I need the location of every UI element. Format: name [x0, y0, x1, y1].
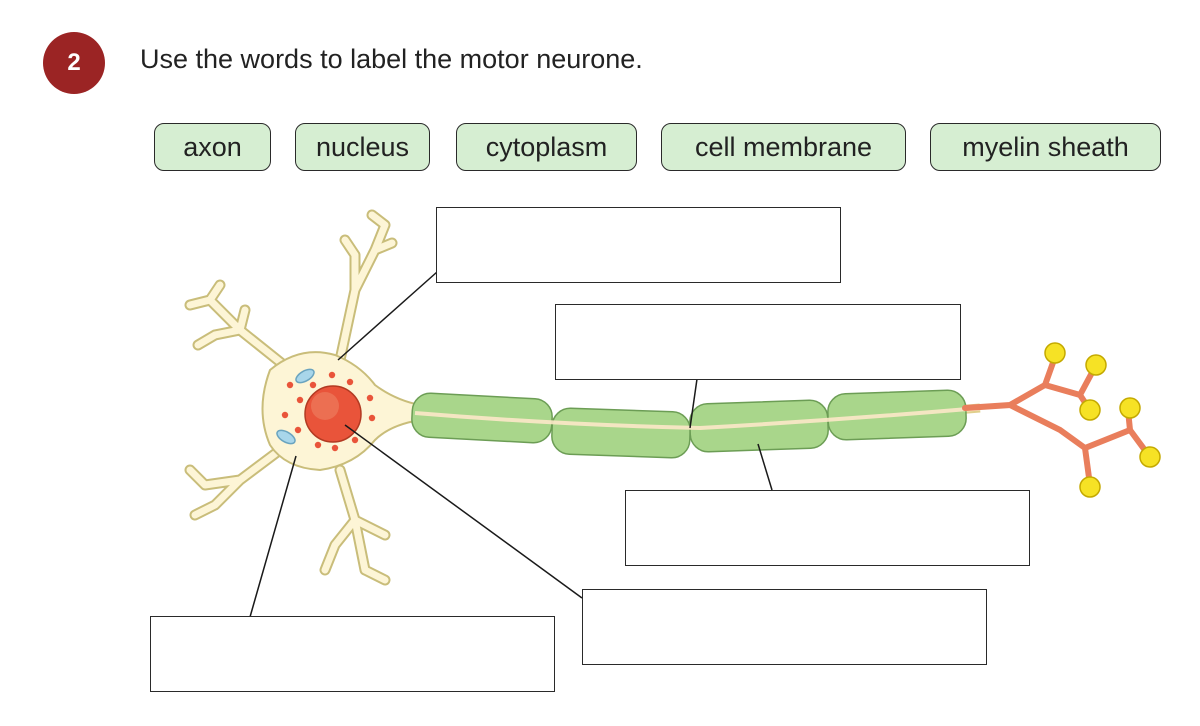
- answer-box-3[interactable]: [625, 490, 1030, 566]
- question-text: Use the words to label the motor neurone…: [140, 44, 643, 74]
- answer-box-4[interactable]: [582, 589, 987, 665]
- answer-box-2[interactable]: [555, 304, 961, 380]
- terminal-knobs: [1044, 342, 1161, 498]
- word-cell-membrane[interactable]: cell membrane: [661, 123, 906, 171]
- myelin-sheath: [411, 389, 967, 459]
- question-number: 2: [67, 49, 81, 76]
- cytoplasm-dots: [281, 371, 376, 452]
- answer-box-1[interactable]: [436, 207, 841, 283]
- answer-box-5[interactable]: [150, 616, 555, 692]
- question-number-badge: 2: [43, 32, 105, 94]
- word-myelin-sheath[interactable]: myelin sheath: [930, 123, 1161, 171]
- mitochondrion: [276, 429, 296, 445]
- word-nucleus[interactable]: nucleus: [295, 123, 430, 171]
- word-axon[interactable]: axon: [154, 123, 271, 171]
- axon-terminal: [962, 354, 1153, 488]
- mitochondrion: [295, 368, 315, 384]
- word-cytoplasm[interactable]: cytoplasm: [456, 123, 637, 171]
- label-lines: [249, 271, 773, 618]
